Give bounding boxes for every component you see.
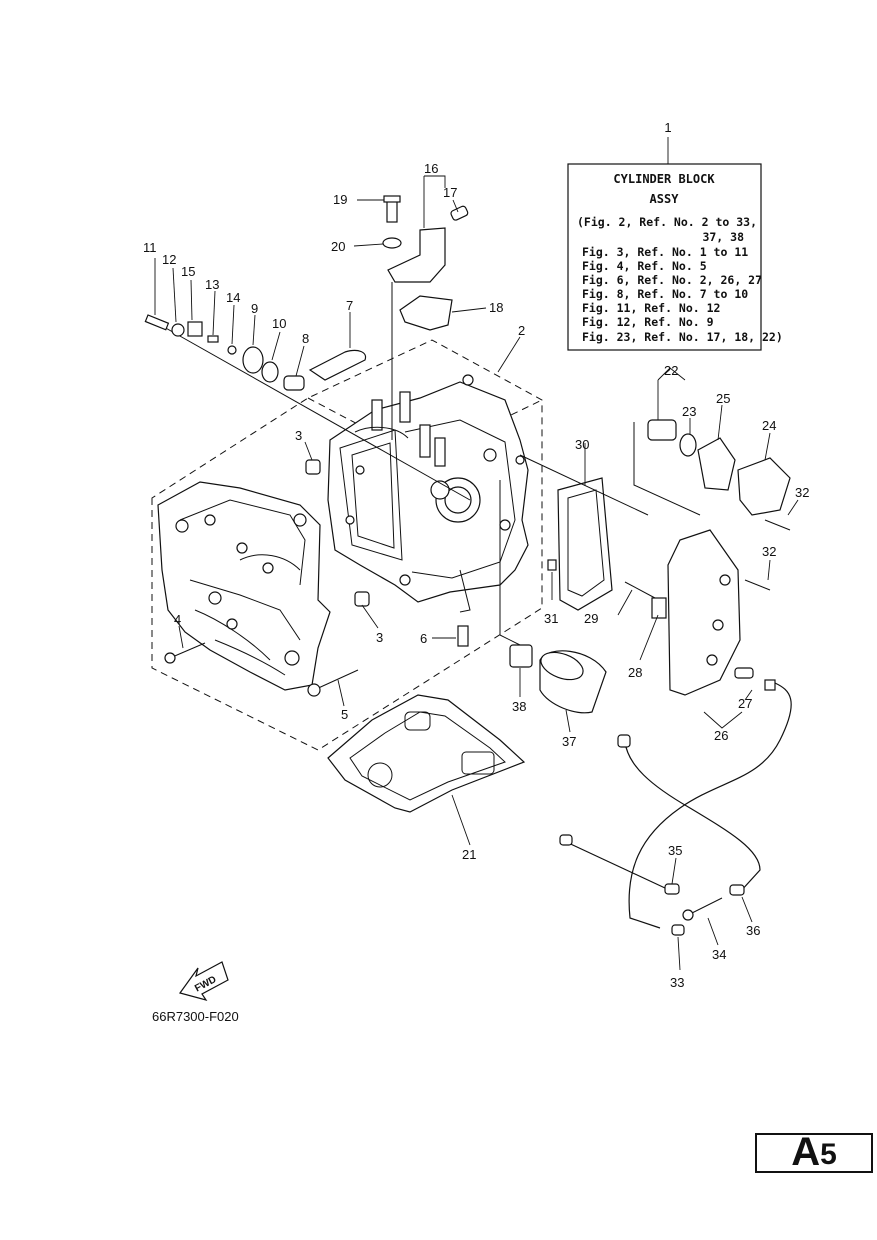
callout-32-lower: 32	[762, 544, 776, 559]
callout-25: 25	[716, 391, 730, 406]
info-box-line-3: Fig. 4, Ref. No. 5	[582, 259, 707, 273]
callout-leaders	[154, 175, 799, 971]
crankcase	[157, 481, 331, 691]
info-box-line-0: (Fig. 2, Ref. No. 2 to 33,	[577, 215, 757, 229]
callout-18: 18	[489, 300, 503, 315]
callout-35: 35	[668, 843, 682, 858]
callout-8: 8	[302, 331, 309, 346]
fwd-arrow: FWD	[179, 961, 229, 1001]
callout-22: 22	[664, 363, 678, 378]
callout-labels: 2 3 3 4 5 6 7 8 9 10 11 12 15 13 14 16 1…	[143, 161, 809, 990]
callout-36: 36	[746, 923, 760, 938]
callout-17: 17	[443, 185, 457, 200]
oil-filter	[499, 480, 607, 714]
info-box-line-8: Fig. 23, Ref. No. 17, 18, 22)	[582, 330, 783, 344]
callout-24: 24	[762, 418, 776, 433]
info-box-line-7: Fig. 12, Ref. No. 9	[582, 315, 714, 329]
info-box-line-5: Fig. 8, Ref. No. 7 to 10	[582, 287, 748, 301]
callout-4: 4	[174, 612, 181, 627]
callout-6: 6	[420, 631, 427, 646]
info-box-ref: 1	[664, 120, 671, 135]
gasket-21	[327, 694, 526, 813]
info-box-line-2: Fig. 3, Ref. No. 1 to 11	[582, 245, 748, 259]
page-badge-number: 5	[820, 1138, 837, 1171]
top-parts	[382, 195, 469, 440]
callout-31: 31	[544, 611, 558, 626]
callout-12: 12	[162, 252, 176, 267]
info-box-title-line1: CYLINDER BLOCK	[613, 172, 715, 186]
info-box-title-line2: ASSY	[650, 192, 680, 206]
callout-28: 28	[628, 665, 642, 680]
callout-27: 27	[738, 696, 752, 711]
callout-7: 7	[346, 298, 353, 313]
callout-33: 33	[670, 975, 684, 990]
cylinder-block	[327, 374, 529, 613]
callout-14: 14	[226, 290, 240, 305]
callout-13: 13	[205, 277, 219, 292]
info-box: 1 CYLINDER BLOCK ASSY (Fig. 2, Ref. No. …	[567, 120, 783, 351]
callout-26: 26	[714, 728, 728, 743]
callout-38: 38	[512, 699, 526, 714]
page-badge-letter: A	[791, 1130, 821, 1174]
callout-11: 11	[143, 240, 157, 255]
info-box-frame	[567, 163, 762, 351]
callout-10: 10	[272, 316, 286, 331]
right-parts	[519, 419, 791, 696]
callout-37: 37	[562, 734, 576, 749]
callout-32-upper: 32	[795, 485, 809, 500]
callout-16: 16	[424, 161, 438, 176]
callout-9: 9	[251, 301, 258, 316]
callout-3-lower: 3	[376, 630, 383, 645]
hoses	[559, 682, 792, 936]
small-parts-left	[144, 314, 471, 697]
callout-34: 34	[712, 947, 726, 962]
callout-20: 20	[331, 239, 345, 254]
info-box-line-4: Fig. 6, Ref. No. 2, 26, 27	[582, 273, 762, 287]
info-box-line-6: Fig. 11, Ref. No. 12	[582, 301, 720, 315]
callout-30: 30	[575, 437, 589, 452]
callout-13-15: 15	[181, 264, 195, 279]
callout-19: 19	[333, 192, 347, 207]
figure-code: 66R7300-F020	[152, 1009, 239, 1024]
info-box-line-1: 37, 38	[702, 230, 744, 244]
callout-2: 2	[518, 323, 525, 338]
callout-29: 29	[584, 611, 598, 626]
callout-21: 21	[462, 847, 476, 862]
callout-23: 23	[682, 404, 696, 419]
callout-3-upper: 3	[295, 428, 302, 443]
callout-5: 5	[341, 707, 348, 722]
